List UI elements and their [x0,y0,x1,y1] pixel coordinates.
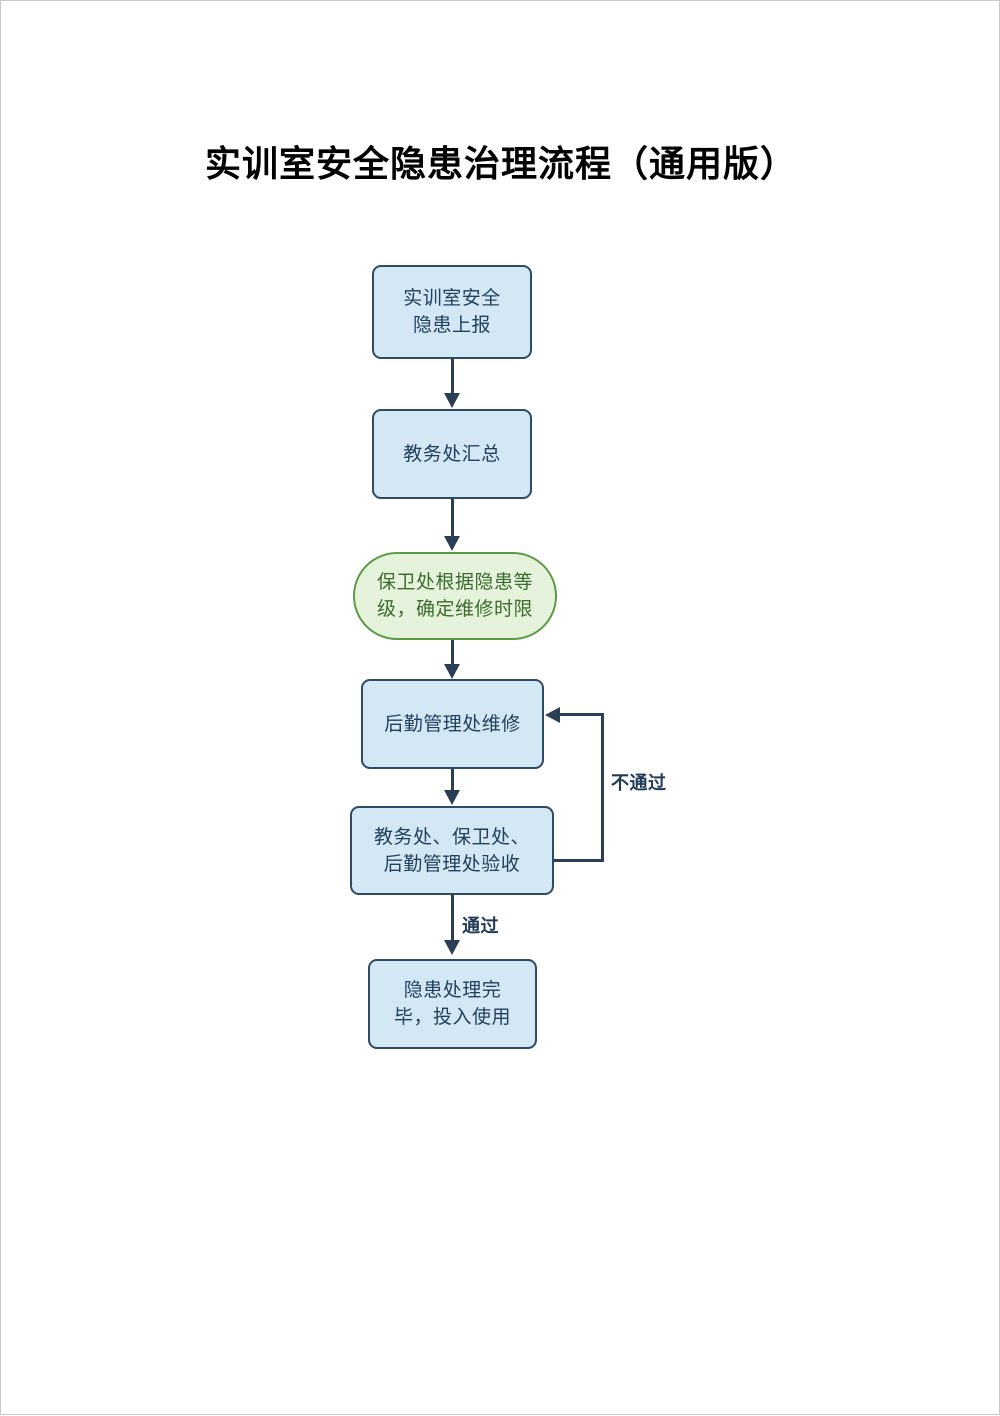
flow-node-repair[interactable]: 后勤管理处维修 [361,679,544,769]
flow-node-grade[interactable]: 保卫处根据隐患等 级，确定维修时限 [353,552,557,640]
loop-fail-vertical-segment [601,713,604,862]
connector-acceptance-to-done-line [450,895,454,941]
page-title: 实训室安全隐患治理流程（通用版） [204,143,797,185]
connector-grade-to-repair-line [450,640,454,666]
flow-node-report[interactable]: 实训室安全 隐患上报 [372,265,532,359]
connector-repair-to-acceptance-arrow [444,790,460,805]
flow-node-acceptance[interactable]: 教务处、保卫处、 后勤管理处验收 [350,806,554,895]
connector-grade-to-repair-arrow [444,664,460,679]
loop-fail-top-segment [559,713,604,716]
edge-label-pass: 通过 [462,916,499,937]
loop-fail-arrow [545,706,560,723]
edge-label-fail: 不通过 [611,773,667,794]
flow-node-collect[interactable]: 教务处汇总 [372,409,532,499]
connector-collect-to-grade-line [450,499,454,537]
connector-repair-to-acceptance-line [450,769,454,791]
connector-acceptance-to-done-arrow [444,940,460,955]
loop-fail-bottom-segment [554,859,604,862]
connector-report-to-collect-arrow [444,393,460,408]
connector-collect-to-grade-arrow [444,536,460,551]
connector-report-to-collect-line [450,359,454,394]
flow-node-done[interactable]: 隐患处理完 毕，投入使用 [368,959,537,1049]
